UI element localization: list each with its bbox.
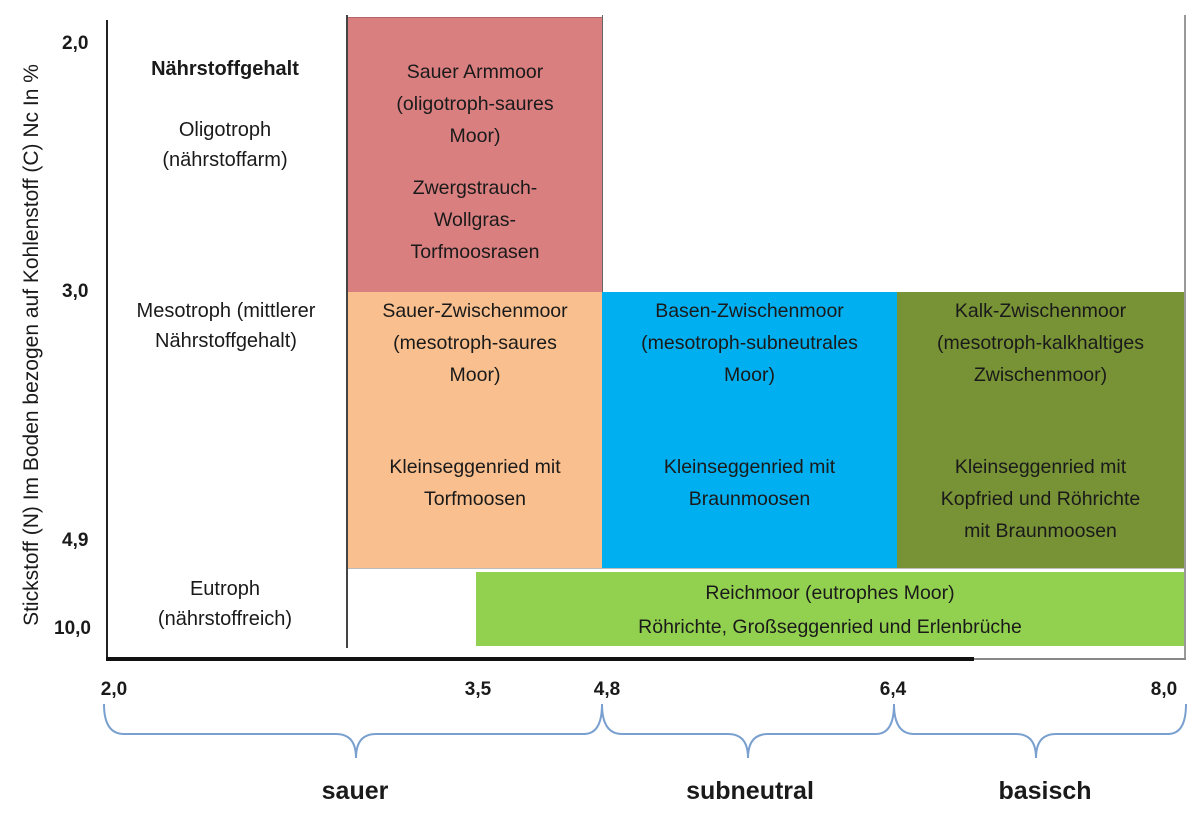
- level-eutroph-line2: (nährstoffreich): [157, 608, 293, 630]
- armmoor-line5: Zwergstrauch-: [412, 177, 538, 199]
- x-tick-6-4: 6,4: [879, 679, 907, 700]
- x-tick-2-0: 2,0: [100, 679, 128, 700]
- sauer-zwischen-line7: Torfmoosen: [424, 488, 526, 510]
- box-sauer-zwischenmoor: Sauer-Zwischenmoor (mesotroph-saures Moo…: [348, 292, 602, 568]
- oligotroph-right-border: [602, 15, 603, 292]
- level-oligotroph-line1: Oligotroph: [178, 119, 272, 141]
- level-mesotroph-line2: Nährstoffgehalt): [155, 330, 297, 352]
- kalk-line6: Kleinseggenried mit: [954, 456, 1127, 478]
- level-mesotroph-line1: Mesotroph (mittlerer: [136, 300, 316, 322]
- level-eutroph: Eutroph (nährstoffreich): [120, 574, 330, 634]
- brace-basisch: [893, 703, 1187, 759]
- reichmoor-line1: Reichmoor (eutrophes Moor): [705, 582, 955, 604]
- kalk-line1: Kalk-Zwischenmoor: [954, 300, 1127, 322]
- basen-line7: Braunmoosen: [688, 488, 811, 510]
- basen-line3: Moor): [724, 364, 775, 386]
- armmoor-line3: Moor): [449, 125, 501, 147]
- basen-line2: (mesotroph-subneutrales: [641, 332, 858, 354]
- y-tick-3-0: 3,0: [62, 281, 89, 302]
- brace-subneutral: [601, 703, 895, 759]
- basen-line6: Kleinseggenried mit: [663, 456, 836, 478]
- nutrient-heading: Nährstoffgehalt: [151, 58, 299, 80]
- level-mesotroph: Mesotroph (mittlerer Nährstoffgehalt): [108, 296, 344, 356]
- divider-right-edge: [1184, 15, 1186, 660]
- kalk-line2: (mesotroph-kalkhaltiges: [936, 332, 1144, 354]
- sauer-zwischen-line1: Sauer-Zwischenmoor: [382, 300, 568, 322]
- box-kalk-zwischenmoor: Kalk-Zwischenmoor (mesotroph-kalkhaltige…: [897, 292, 1184, 568]
- x-tick-8-0: 8,0: [1150, 679, 1178, 700]
- box-sauer-armmoor: Sauer Armmoor (oligotroph-saures Moor) Z…: [348, 17, 602, 292]
- x-tick-3-5: 3,5: [464, 679, 492, 700]
- eutroph-top-border: [348, 568, 1184, 569]
- sauer-zwischen-line3: Moor): [449, 364, 501, 386]
- armmoor-line6: Wollgras-: [434, 209, 516, 231]
- y-axis-label: Stickstoff (N) Im Boden bezogen auf Kohl…: [20, 64, 43, 626]
- level-eutroph-line1: Eutroph: [189, 578, 261, 600]
- top-right-border: [602, 15, 603, 16]
- y-axis-line: [106, 20, 108, 660]
- level-oligotroph: Oligotroph (nährstoffarm): [120, 115, 330, 175]
- level-oligotroph-line2: (nährstoffarm): [162, 149, 288, 171]
- zone-basisch: basisch: [998, 777, 1092, 805]
- x-axis-line-thin: [974, 658, 1186, 660]
- y-tick-4-9: 4,9: [62, 530, 89, 551]
- box-reichmoor: Reichmoor (eutrophes Moor) Röhrichte, Gr…: [476, 572, 1184, 646]
- basen-line1: Basen-Zwischenmoor: [655, 300, 844, 322]
- armmoor-line7: Torfmoosrasen: [410, 241, 540, 263]
- brace-sauer: [103, 703, 603, 759]
- x-tick-4-8: 4,8: [593, 679, 621, 700]
- reichmoor-line2: Röhrichte, Großseggenried und Erlenbrüch…: [638, 616, 1022, 638]
- divider-left: [346, 15, 348, 648]
- armmoor-line1: Sauer Armmoor: [406, 61, 544, 83]
- sauer-zwischen-line6: Kleinseggenried mit: [389, 456, 561, 478]
- zone-sauer: sauer: [321, 777, 389, 805]
- y-tick-2-0: 2,0: [62, 33, 89, 54]
- zone-subneutral: subneutral: [686, 777, 814, 805]
- kalk-line8: mit Braunmoosen: [964, 520, 1117, 542]
- box-basen-zwischenmoor: Basen-Zwischenmoor (mesotroph-subneutral…: [602, 292, 897, 568]
- y-tick-10-0: 10,0: [54, 618, 91, 639]
- x-axis-line: [106, 657, 974, 661]
- armmoor-line2: (oligotroph-saures: [396, 93, 554, 115]
- kalk-line3: Zwischenmoor): [973, 364, 1108, 386]
- sauer-zwischen-line2: (mesotroph-saures: [393, 332, 557, 354]
- zone-braces: [103, 703, 1187, 759]
- kalk-line7: Kopfried und Röhrichte: [940, 488, 1141, 510]
